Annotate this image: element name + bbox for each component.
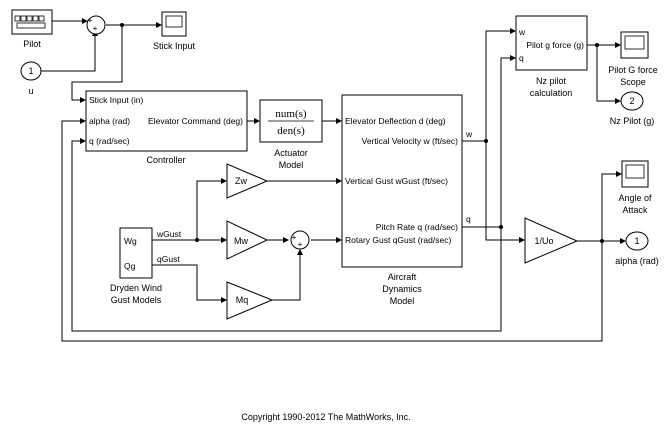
nz-outport-number: 2 — [629, 96, 634, 106]
pilot-g-force-scope[interactable]: Pilot G force Scope — [608, 31, 658, 87]
u-inport[interactable]: 1 u — [20, 61, 42, 96]
pilot-g-scope-label-line1: Pilot G force — [608, 65, 658, 75]
gain-uo-label: 1/Uo — [534, 236, 553, 246]
aircraft-label-line2: Dynamics — [382, 284, 422, 294]
gain-mq[interactable]: Mq — [226, 281, 274, 320]
gain-zw[interactable]: Zw — [226, 163, 269, 199]
gain-inverse-uo[interactable]: 1/Uo — [524, 217, 579, 264]
nz-label-line2: calculation — [530, 88, 573, 98]
controller-block[interactable]: Stick Input (in) alpha (rad) q (rad/sec)… — [85, 90, 248, 165]
aoa-scope-label-line1: Angle of — [618, 193, 652, 203]
sum-plus-sign: + — [292, 232, 297, 242]
controller-port-elevator-command: Elevator Command (deg) — [148, 116, 243, 126]
sum-block-stick[interactable]: + + — [86, 15, 106, 35]
controller-port-q: q (rad/sec) — [89, 136, 130, 146]
signal-label-q: q — [466, 214, 471, 224]
aircraft-port-pitch-rate: Pitch Rate q (rad/sec) — [376, 222, 458, 232]
scope-icon — [165, 15, 183, 28]
signal-builder-icon — [14, 15, 46, 29]
alpha-outport-label: alpha (rad) — [615, 256, 659, 266]
angle-of-attack-scope[interactable]: Angle of Attack — [618, 160, 652, 215]
scope-icon — [625, 164, 645, 179]
alpha-outport-number: 1 — [634, 236, 639, 246]
dryden-port-wg: Wg — [124, 236, 137, 246]
stick-input-scope-label: Stick Input — [153, 41, 196, 51]
actuator-numerator: num(s) — [275, 108, 307, 120]
aircraft-port-vertical-gust: Vertical Gust wGust (ft/sec) — [345, 176, 448, 186]
aircraft-port-rotary-gust: Rotary Gust qGust (rad/sec) — [345, 235, 451, 245]
stick-input-scope[interactable]: Stick Input — [153, 11, 196, 51]
pilot-label: Pilot — [23, 39, 41, 49]
nz-label-line1: Nz pilot — [536, 76, 567, 86]
scope-icon — [624, 35, 645, 50]
u-inport-label: u — [28, 86, 33, 96]
copyright-notice: Copyright 1990-2012 The MathWorks, Inc. — [241, 412, 410, 422]
sum-plus-sign: + — [298, 239, 303, 249]
dryden-label-line1: Dryden Wind — [110, 283, 162, 293]
aoa-scope-label-line2: Attack — [622, 205, 648, 215]
wires — [41, 18, 626, 342]
nz-outport-label: Nz Pilot (g) — [610, 116, 655, 126]
u-inport-number: 1 — [28, 66, 33, 76]
dryden-port-qg: Qg — [124, 261, 136, 271]
sum-plus-sign: + — [93, 23, 98, 33]
gain-zw-label: Zw — [235, 176, 247, 186]
gain-mw[interactable]: Mw — [226, 220, 269, 260]
nz-pilot-calc-block[interactable]: w q Pilot g force (g) Nz pilot calculati… — [515, 15, 588, 98]
dryden-gust-block[interactable]: Wg Qg Dryden Wind Gust Models — [110, 227, 162, 305]
pilot-g-scope-label-line2: Scope — [620, 77, 646, 87]
sum-plus-sign: + — [88, 15, 93, 25]
sum-block-gust[interactable]: + + — [290, 230, 310, 250]
alpha-outport[interactable]: 1 alpha (rad) — [615, 231, 659, 266]
actuator-label-line1: Actuator — [274, 148, 308, 158]
gain-mq-label: Mq — [236, 295, 249, 305]
pilot-block[interactable]: Pilot — [11, 9, 53, 49]
aircraft-dynamics-block[interactable]: Elevator Deflection d (deg) Vertical Gus… — [341, 94, 463, 306]
gain-mw-label: Mw — [234, 236, 248, 246]
signal-label-qgust: qGust — [157, 254, 180, 264]
dryden-label-line2: Gust Models — [111, 295, 162, 305]
actuator-transfer-fcn[interactable]: num(s) den(s) Actuator Model — [259, 99, 323, 170]
actuator-denominator: den(s) — [277, 125, 305, 137]
signal-label-w: w — [465, 129, 473, 139]
actuator-label-line2: Model — [279, 160, 304, 170]
aircraft-label-line3: Model — [390, 296, 415, 306]
aircraft-port-elevator: Elevator Deflection d (deg) — [345, 116, 446, 126]
nz-port-pilot-g: Pilot g force (g) — [526, 40, 584, 50]
aircraft-port-vertical-velocity: Vertical Velocity w (ft/sec) — [362, 136, 459, 146]
controller-label: Controller — [146, 155, 185, 165]
controller-port-stick-input: Stick Input (in) — [89, 95, 143, 105]
signal-label-wgust: wGust — [156, 229, 182, 239]
controller-port-alpha: alpha (rad) — [89, 116, 130, 126]
nz-port-w: w — [518, 27, 526, 37]
nz-pilot-outport[interactable]: 2 Nz Pilot (g) — [610, 91, 655, 126]
nz-port-q: q — [519, 53, 524, 63]
aircraft-label-line1: Aircraft — [388, 272, 417, 282]
